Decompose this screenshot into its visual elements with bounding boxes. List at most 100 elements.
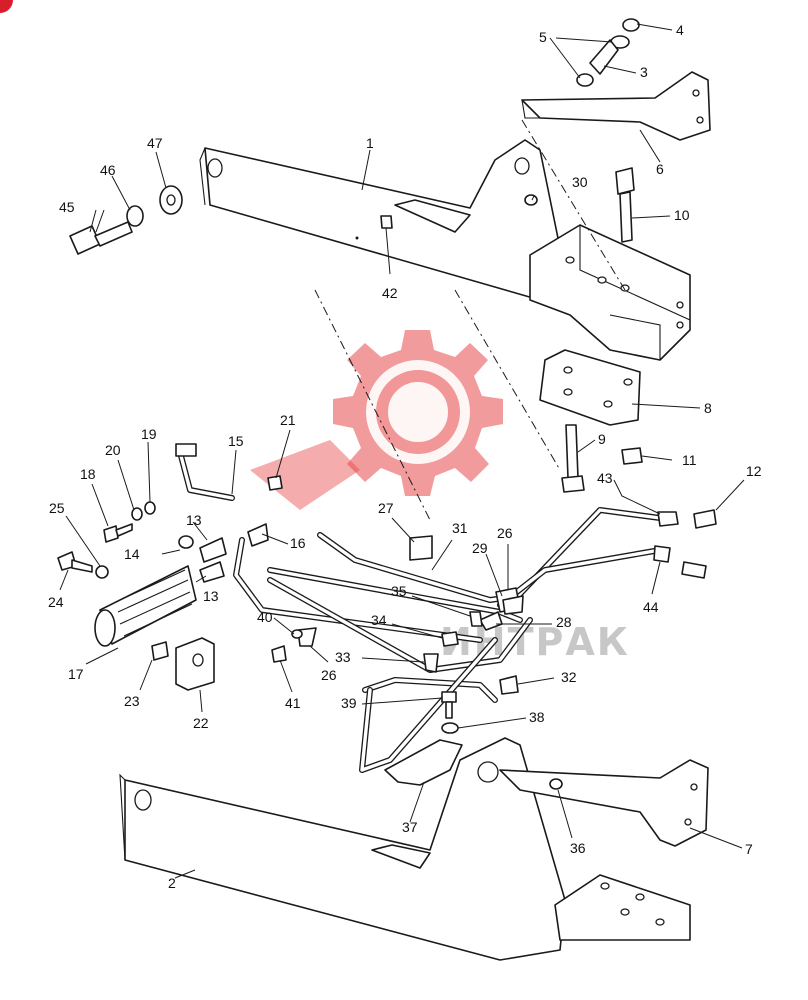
callout-30: 30 [572, 174, 588, 190]
corner-badge [0, 0, 13, 13]
rail-2 [119, 737, 566, 961]
callout-42: 42 [382, 285, 398, 301]
callout-32: 32 [561, 669, 577, 685]
bushing-assembly-3-4-5 [576, 18, 640, 87]
rail-1 [199, 139, 561, 301]
callout-25: 25 [49, 500, 65, 516]
callout-26a: 26 [497, 525, 513, 541]
spacer-23 [151, 641, 169, 661]
callout-43: 43 [597, 470, 613, 486]
callout-40: 40 [257, 609, 273, 625]
callout-27: 27 [378, 500, 394, 516]
bolt-45 [69, 221, 133, 255]
callout-33: 33 [335, 649, 351, 665]
lock-washer-46 [126, 205, 144, 227]
pivot-bracket [529, 224, 691, 361]
bolt-35 [469, 611, 483, 627]
callout-11: 11 [682, 452, 697, 468]
centerline-c [521, 119, 626, 291]
callout-46: 46 [100, 162, 116, 178]
mounting-bracket-6 [521, 71, 711, 141]
washer-47 [159, 185, 183, 215]
fitting-13-lower [199, 561, 225, 583]
block-22 [175, 637, 215, 691]
cylinder-17 [94, 565, 197, 647]
callout-28: 28 [556, 614, 572, 630]
callout-16: 16 [290, 535, 306, 551]
leader-lines [59, 23, 745, 879]
bolt-24 [57, 551, 93, 573]
fitting-12 [693, 509, 717, 529]
watermark-logo: ИНТРАК [250, 330, 630, 664]
callout-24: 24 [48, 594, 64, 610]
callout-15: 15 [228, 433, 244, 449]
nut-30 [524, 194, 538, 206]
callout-14: 14 [124, 546, 140, 562]
callout-1: 1 [366, 135, 374, 151]
bracket-27 [409, 535, 433, 561]
callout-35: 35 [391, 583, 407, 599]
bolt-9 [561, 424, 585, 493]
callout-labels: 1 2 3 4 5 6 7 8 9 10 11 12 13 13 14 15 1… [48, 22, 762, 891]
callout-13b: 13 [203, 588, 219, 604]
callout-18: 18 [80, 466, 96, 482]
callout-8: 8 [704, 400, 712, 416]
callout-23: 23 [124, 693, 140, 709]
callout-26b: 26 [321, 667, 337, 683]
callout-29: 29 [472, 540, 488, 556]
washer-25 [95, 565, 109, 579]
callout-37: 37 [402, 819, 418, 835]
callout-41: 41 [285, 695, 301, 711]
callout-39: 39 [341, 695, 357, 711]
fitting-13-upper [199, 537, 227, 563]
callout-6: 6 [656, 161, 664, 177]
callout-2: 2 [168, 875, 176, 891]
bolt-41 [271, 645, 287, 663]
callout-19: 19 [141, 426, 157, 442]
clamp-26 [502, 595, 524, 615]
callout-47: 47 [147, 135, 163, 151]
bracket-37 [384, 739, 463, 786]
washer-20 [131, 507, 143, 521]
callout-13a: 13 [186, 512, 202, 528]
plate-8 [539, 349, 641, 426]
callout-21: 21 [280, 412, 296, 428]
fitting-44 [653, 545, 707, 579]
callout-3: 3 [640, 64, 648, 80]
bolt-39 [441, 691, 457, 719]
centerline-b [454, 289, 561, 471]
clip-40 [291, 629, 303, 639]
washer-38 [441, 722, 459, 734]
callout-12: 12 [746, 463, 762, 479]
callout-45: 45 [59, 199, 75, 215]
elbow-33 [423, 653, 439, 673]
callout-20: 20 [105, 442, 121, 458]
elbow-21 [267, 475, 283, 491]
nut-42 [380, 215, 393, 229]
watermark-text: ИНТРАК [440, 620, 630, 664]
nut-34 [441, 631, 459, 647]
callout-10: 10 [674, 207, 690, 223]
centerline-a [314, 289, 431, 521]
callout-9: 9 [598, 431, 606, 447]
callout-5: 5 [539, 29, 547, 45]
callout-38: 38 [529, 709, 545, 725]
callout-36: 36 [570, 840, 586, 856]
fitting-43-end [657, 511, 679, 527]
washer-19 [144, 501, 156, 515]
bolt-10 [615, 167, 635, 243]
callout-4: 4 [676, 22, 684, 38]
lower-pivot-bracket [554, 874, 691, 941]
bolt-18 [103, 523, 133, 543]
callout-17: 17 [68, 666, 84, 682]
callout-44: 44 [643, 599, 659, 615]
callout-31: 31 [452, 520, 468, 536]
fitting-32 [499, 675, 519, 695]
fitting-16 [247, 523, 269, 547]
fitting-15-end [175, 443, 197, 457]
callout-22: 22 [193, 715, 209, 731]
callout-34: 34 [371, 612, 387, 628]
nut-11 [621, 447, 643, 465]
nut-36 [549, 778, 563, 790]
